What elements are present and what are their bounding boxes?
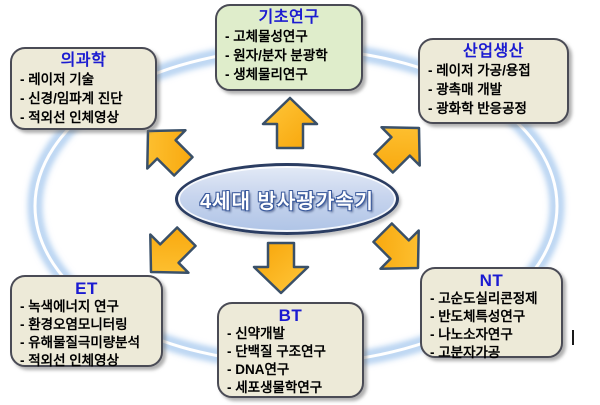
center-node-label: 4세대 방사광가속기: [200, 190, 374, 213]
node-item: - 고분자가공: [430, 345, 501, 360]
node-item: - 신약개발: [227, 326, 285, 341]
node-item: - 단백질 구조연구: [227, 344, 326, 359]
node-item: - DNA연구: [227, 362, 290, 377]
node-item: - 적외선 인체영상: [20, 110, 119, 125]
arrow-up-basic-research: [261, 96, 319, 150]
node-item: - 레이저 기술: [20, 72, 95, 87]
node-item: - 광촉매 개발: [428, 82, 503, 97]
node-nt: NT - 고순도실리콘정제 - 반도체특성연구 - 나노소자연구 - 고분자가공: [420, 267, 563, 360]
node-item: - 적외선 인체영상: [20, 353, 119, 368]
node-title-nt: NT: [479, 271, 504, 290]
center-node-accelerator: 4세대 방사광가속기: [175, 163, 399, 235]
node-item: - 레이저 가공/용접: [428, 63, 531, 78]
node-basic-research: 기초연구 - 고체물성연구 - 원자/분자 분광학 - 생체물리연구: [215, 4, 363, 91]
node-item: - 녹색에너지 연구: [20, 299, 119, 314]
node-item: - 원자/분자 분광학: [225, 48, 328, 63]
node-title-bt: BT: [278, 306, 303, 325]
node-item: - 광화학 반응공정: [428, 101, 527, 116]
node-et: ET - 녹색에너지 연구 - 환경오염모니터링 - 유해물질극미량분석 - 적…: [10, 275, 163, 368]
node-item: - 고순도실리콘정제: [430, 291, 538, 306]
node-item: - 신경/임파계 진단: [20, 91, 123, 106]
arrow-down-bt: [252, 241, 310, 295]
node-item: - 생체물리연구: [225, 67, 308, 82]
node-item: - 반도체특성연구: [430, 309, 526, 324]
node-title-et: ET: [75, 279, 98, 298]
node-item: - 세포생물학연구: [227, 380, 323, 395]
node-item: - 나노소자연구: [430, 327, 513, 342]
node-title-medical: 의과학: [60, 52, 107, 69]
cursor-mark: [572, 330, 574, 345]
node-industrial-production: 산업생산 - 레이저 가공/용접 - 광촉매 개발 - 광화학 반응공정: [418, 38, 569, 124]
node-title-basic: 기초연구: [258, 9, 320, 26]
node-medical-science: 의과학 - 레이저 기술 - 신경/임파계 진단 - 적외선 인체영상: [10, 47, 157, 130]
node-item: - 환경오염모니터링: [20, 317, 128, 332]
node-item: - 고체물성연구: [225, 29, 308, 44]
node-bt: BT - 신약개발 - 단백질 구조연구 - DNA연구 - 세포생물학연구: [217, 302, 364, 398]
node-title-industry: 산업생산: [463, 43, 524, 60]
node-item: - 유해물질극미량분석: [20, 335, 141, 350]
